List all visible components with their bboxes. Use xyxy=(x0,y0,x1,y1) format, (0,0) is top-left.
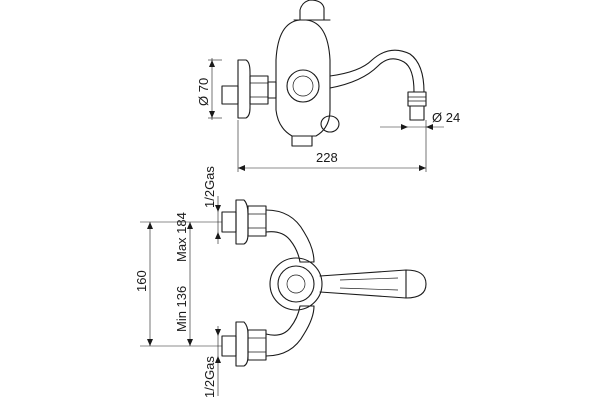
spout xyxy=(329,49,425,93)
faucet-body xyxy=(275,19,331,137)
plate-top xyxy=(235,199,249,245)
valve-inner xyxy=(286,274,306,294)
body-circle-outer xyxy=(286,69,320,103)
arm-top xyxy=(265,209,315,263)
bottom-view: 160 Max 184 Min 136 1/2Gas 1/2Gas xyxy=(134,166,427,398)
label-min-height: Min 136 xyxy=(174,286,189,332)
valve-middle xyxy=(277,265,315,303)
label-dia-body: Ø 70 xyxy=(196,78,211,106)
nut-top xyxy=(247,205,267,237)
body-circle-inner xyxy=(292,75,314,97)
label-gas-bottom: 1/2Gas xyxy=(202,356,217,398)
nut-bottom xyxy=(247,329,267,361)
lever-arm xyxy=(319,269,427,299)
plate-bottom xyxy=(235,321,249,367)
lever-knob xyxy=(320,115,340,133)
top-lever xyxy=(299,0,325,21)
label-height: 160 xyxy=(134,270,149,292)
label-max-height: Max 184 xyxy=(174,212,189,262)
arm-bottom xyxy=(265,305,315,357)
top-view: Ø 70 Ø 24 228 xyxy=(196,0,460,172)
label-width: 228 xyxy=(316,150,338,165)
valve-outer xyxy=(269,257,323,311)
aerator xyxy=(407,91,427,107)
inlet-square xyxy=(221,85,239,105)
wall-plate xyxy=(237,59,251,119)
label-gas-top: 1/2Gas xyxy=(202,166,217,208)
hex-nut xyxy=(249,75,269,105)
label-dia-outlet: Ø 24 xyxy=(432,110,460,125)
